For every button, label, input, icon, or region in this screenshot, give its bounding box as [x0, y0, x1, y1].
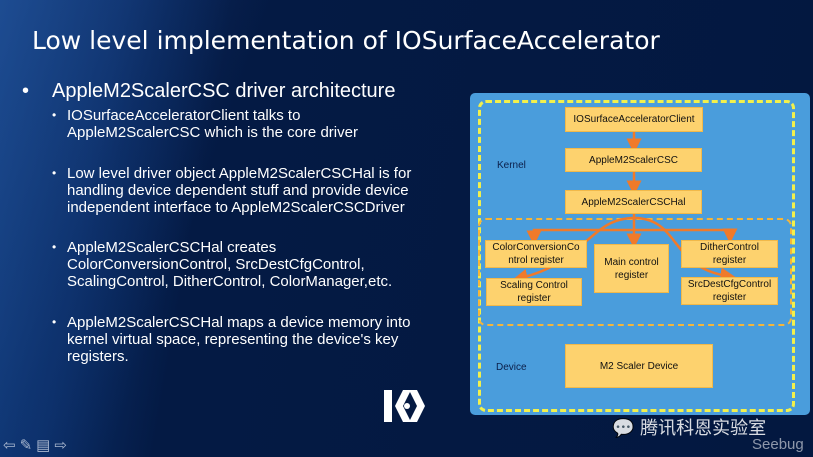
watermark-text: 腾讯科恩实验室 [640, 418, 767, 439]
box-label: SrcDestCfgControl register [688, 278, 771, 304]
previous-icon[interactable]: ⇦ [3, 437, 16, 454]
hal-box: AppleM2ScalerCSCHal [565, 190, 702, 214]
line: SrcDestCfgControl [687, 279, 772, 290]
box-label: DitherControl register [700, 241, 759, 267]
scaling-register: Scaling Control register [486, 278, 582, 306]
kernel-label: Kernel [497, 160, 526, 171]
seebug-watermark: Seebug [752, 436, 804, 453]
box-label: ColorConversionCo ntrol register [492, 241, 579, 267]
colorconversion-register: ColorConversionCo ntrol register [485, 240, 587, 268]
watermark: 💬 腾讯科恩实验室 [612, 414, 766, 440]
slide-title: Low level implementation of IOSurfaceAcc… [32, 26, 660, 55]
logo-icon [384, 390, 425, 422]
line: registers. [67, 348, 129, 365]
client-box: IOSurfaceAcceleratorClient [565, 107, 703, 132]
line: ScalingControl, DitherControl, ColorMana… [67, 273, 393, 290]
csc-box: AppleM2ScalerCSC [565, 148, 702, 172]
line: register [614, 269, 649, 281]
line: ColorConversionCo [492, 242, 580, 253]
line: ColorConversionControl, SrcDestCfgContro… [67, 256, 365, 273]
line: handling device dependent stuff and prov… [67, 182, 409, 199]
next-icon[interactable]: ⇨ [54, 437, 67, 454]
architecture-diagram: Kernel Device IOSurfaceAcceleratorClient… [470, 93, 810, 415]
box-label: Scaling Control register [500, 279, 568, 305]
menu-icon[interactable]: ▤ [36, 437, 51, 454]
m2-scaler-device-box: M2 Scaler Device [565, 344, 713, 388]
line: independent interface to AppleM2ScalerCS… [67, 199, 405, 216]
line: Main control [604, 256, 659, 268]
line: DitherControl [700, 242, 759, 253]
wechat-icon: 💬 [612, 418, 635, 439]
line: register [712, 255, 747, 266]
line: AppleM2ScalerCSC which is the core drive… [67, 124, 358, 141]
arrow [532, 228, 738, 244]
device-label: Device [496, 362, 527, 373]
line: Scaling Control [500, 280, 568, 291]
line: register [712, 292, 747, 303]
line: AppleM2ScalerCSCHal maps a device memory… [67, 314, 411, 331]
slide-nav: ⇦ ✎ ▤ ⇨ [3, 436, 67, 454]
line: AppleM2ScalerCSCHal creates [67, 239, 277, 256]
pen-icon[interactable]: ✎ [19, 437, 33, 454]
arrow [633, 216, 736, 283]
line: IOSurfaceAcceleratorClient talks to [67, 107, 301, 124]
dither-register: DitherControl register [681, 240, 778, 268]
line: register [517, 293, 551, 304]
line: Low level driver object AppleM2ScalerCSC… [67, 165, 412, 182]
line: ntrol register [508, 255, 564, 266]
line: kernel virtual space, representing the d… [67, 331, 399, 348]
srcdest-register: SrcDestCfgControl register [681, 277, 778, 305]
